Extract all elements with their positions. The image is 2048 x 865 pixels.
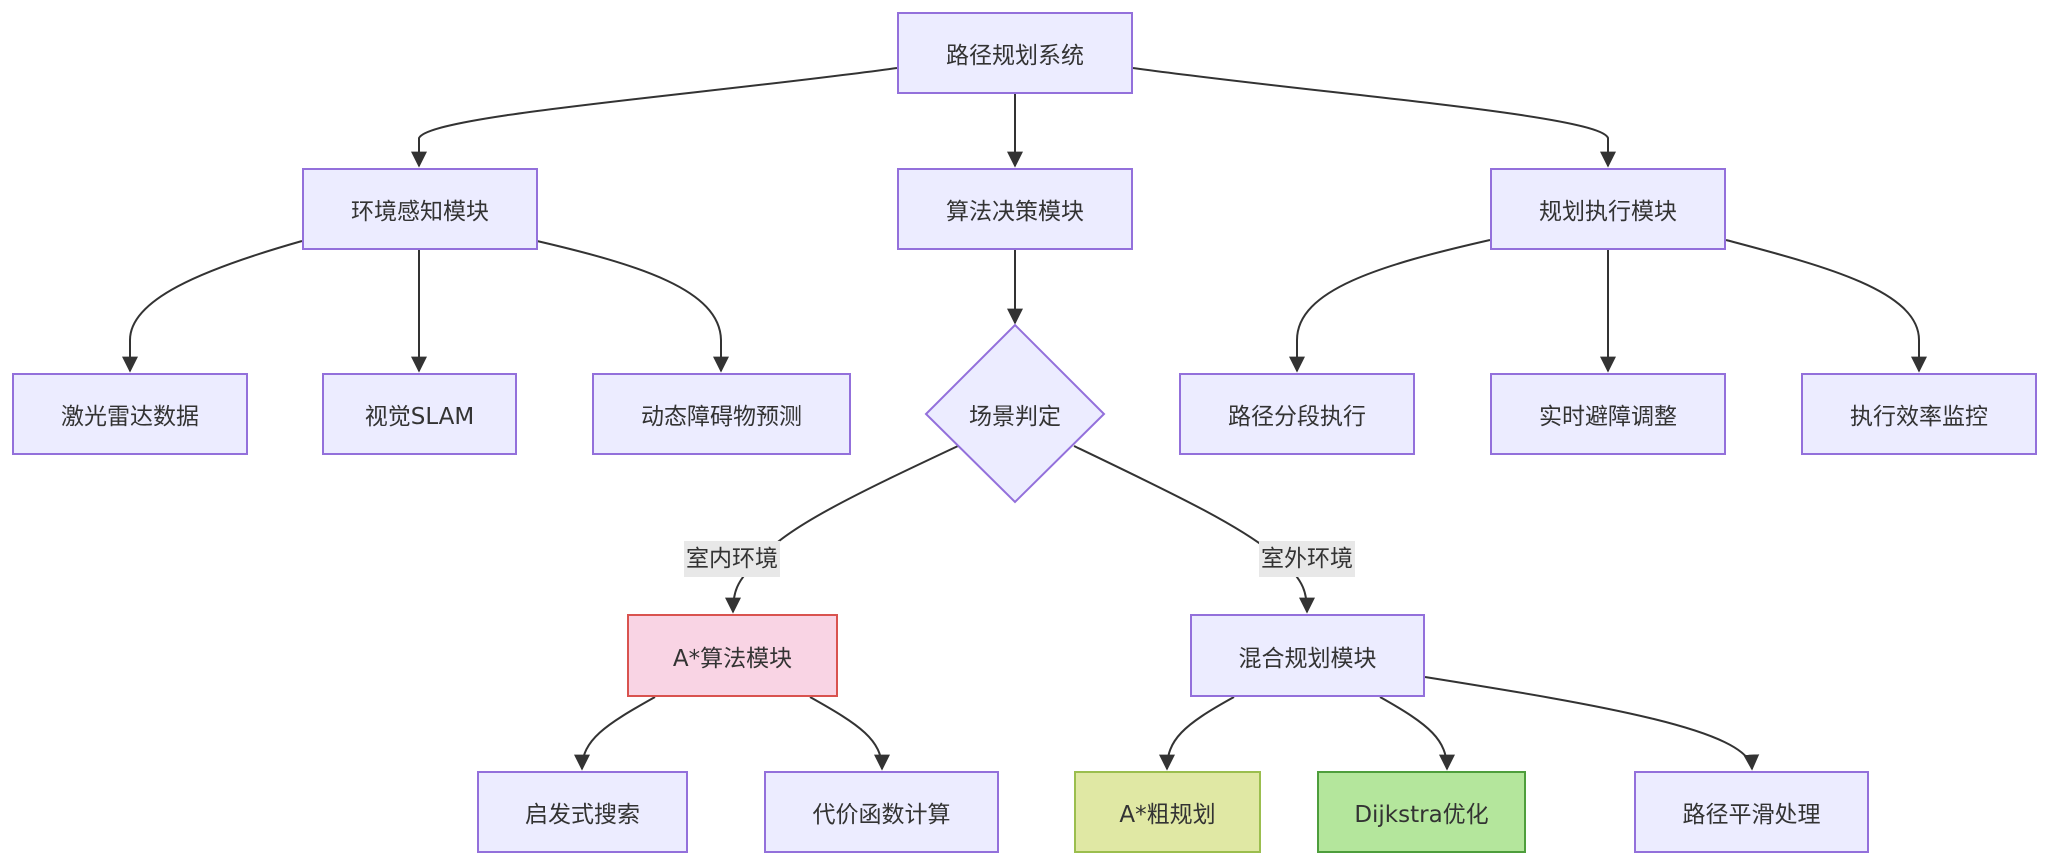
- node-seg[interactable]: 路径分段执行: [1179, 373, 1415, 455]
- edge-hybrid-smooth: [1424, 676, 1760, 771]
- node-smooth[interactable]: 路径平滑处理: [1634, 771, 1869, 853]
- edge-env-dyn: [536, 240, 729, 373]
- edge-exec-seg: [1289, 239, 1491, 373]
- node-avoid[interactable]: 实时避障调整: [1490, 373, 1726, 455]
- node-monitor[interactable]: 执行效率监控: [1801, 373, 2037, 455]
- node-exec[interactable]: 规划执行模块: [1490, 168, 1726, 250]
- node-lidar[interactable]: 激光雷达数据: [12, 373, 248, 455]
- node-algo[interactable]: 算法决策模块: [897, 168, 1133, 250]
- edge-hybrid-dijkstra: [1379, 696, 1455, 771]
- node-scene-label: 场景判定: [969, 404, 1061, 430]
- scene-diamond[interactable]: [924, 323, 1106, 504]
- edge-root-env: [411, 67, 898, 168]
- edge-scene-astar: [725, 445, 959, 614]
- node-hybrid[interactable]: 混合规划模块: [1190, 614, 1425, 697]
- node-astar[interactable]: A*算法模块: [627, 614, 838, 697]
- edge-astar-heur: [574, 696, 656, 771]
- node-dyn[interactable]: 动态障碍物预测: [592, 373, 851, 455]
- edge-label-indoor: 室内环境: [684, 541, 780, 577]
- edge-exec-monitor: [1725, 239, 1927, 373]
- edge-scene-hybrid: [1073, 445, 1315, 614]
- node-cost[interactable]: 代价函数计算: [764, 771, 999, 853]
- node-heur[interactable]: 启发式搜索: [477, 771, 688, 853]
- edge-root-exec: [1132, 67, 1616, 168]
- edge-hybrid-coarse: [1159, 696, 1235, 771]
- edge-env-lidar: [122, 240, 303, 373]
- node-coarse[interactable]: A*粗规划: [1074, 771, 1261, 853]
- edge-astar-cost: [809, 696, 890, 771]
- node-env[interactable]: 环境感知模块: [302, 168, 538, 250]
- node-dijkstra[interactable]: Dijkstra优化: [1317, 771, 1526, 853]
- node-root[interactable]: 路径规划系统: [897, 12, 1133, 94]
- node-vslam[interactable]: 视觉SLAM: [322, 373, 517, 455]
- edge-label-outdoor: 室外环境: [1259, 541, 1355, 577]
